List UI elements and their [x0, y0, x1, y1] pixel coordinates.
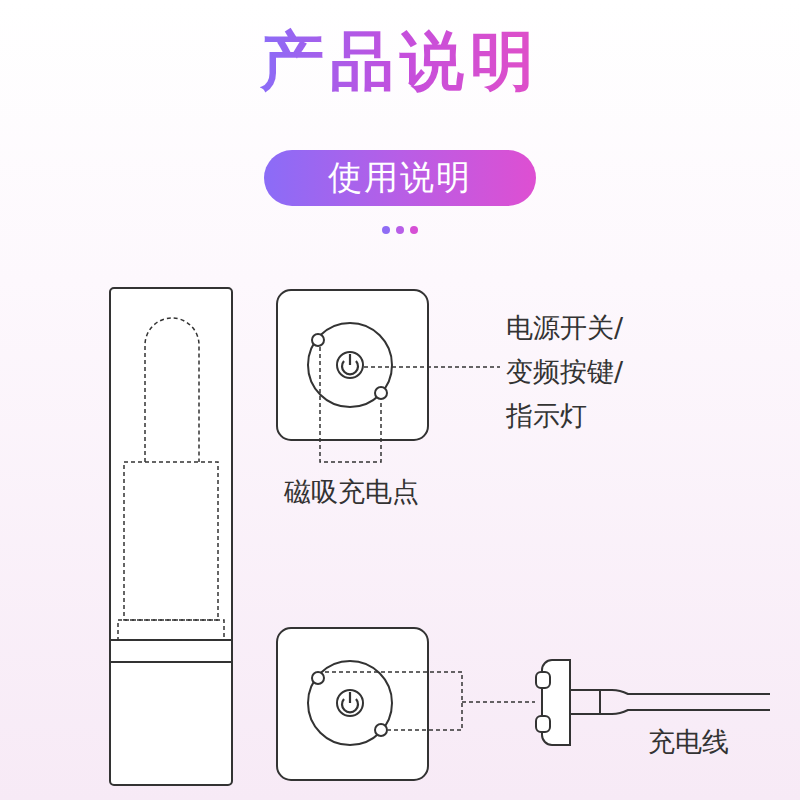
- top-detail: [277, 290, 500, 462]
- section-pill: 使用说明: [264, 150, 536, 206]
- lipstick-device: [110, 288, 232, 785]
- title: 产品说明: [260, 18, 540, 105]
- bottom-detail: [277, 628, 535, 780]
- callout-label: 充电线: [648, 724, 729, 760]
- dots: [382, 226, 418, 234]
- callout-label: 磁吸充电点: [284, 474, 419, 510]
- pill-text: 使用说明: [328, 155, 472, 201]
- callout-label: 电源开关/ 变频按键/ 指示灯: [506, 306, 623, 438]
